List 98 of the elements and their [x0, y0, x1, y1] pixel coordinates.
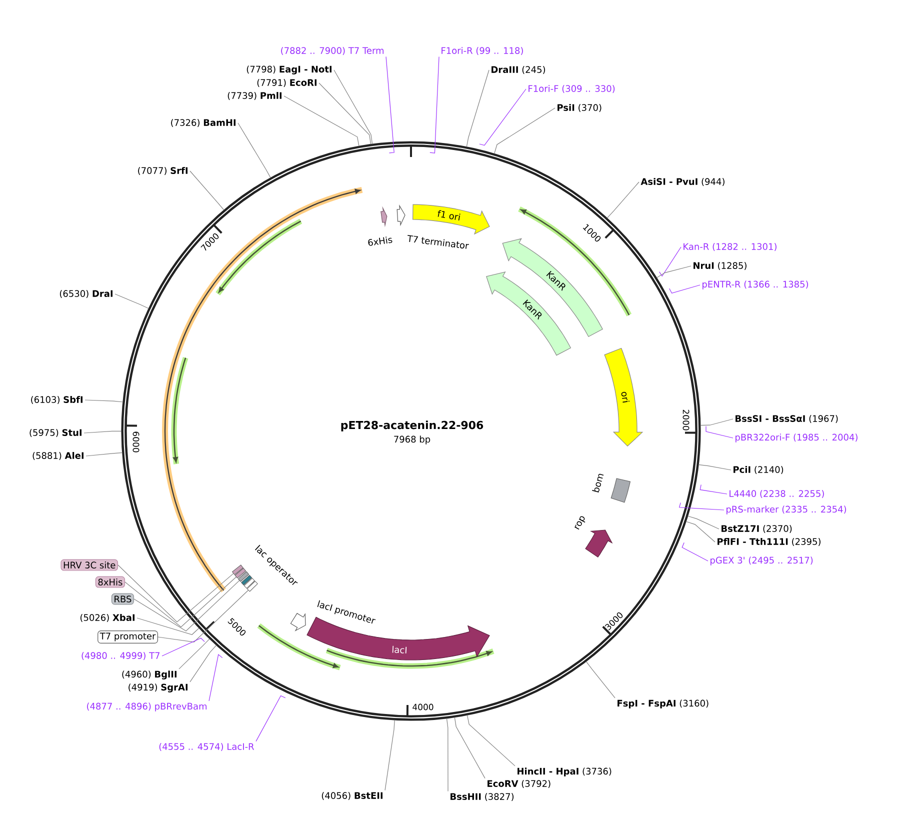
node-label: T7 terminator: [408, 235, 469, 249]
restriction-site-label: (7739) PmlI: [228, 92, 282, 100]
leader-line: [466, 70, 490, 148]
leader-line: [208, 654, 223, 702]
leader-line: [134, 580, 240, 632]
leader-line: [494, 108, 556, 154]
primer-label: pBR322ori-F (1985 .. 2004): [736, 434, 858, 442]
restriction-site-label: DraIII (245): [492, 66, 546, 74]
leader-line: [86, 452, 123, 456]
feature-mark: [238, 571, 250, 582]
primer-label: pENTR-R (1366 .. 1385): [702, 280, 808, 290]
leader-line: [659, 246, 682, 277]
restriction-site-label: NruI (1285): [694, 262, 746, 270]
primer-label: (7882 .. 7900) T7 Term: [281, 47, 384, 56]
restriction-site-label: HincII - HpaI (3736): [518, 768, 612, 776]
restriction-site-label: (6103) SbfI: [31, 396, 82, 404]
restriction-site-label: (4056) BstEII: [322, 792, 382, 800]
primer-label: pGEX 3' (2495 .. 2517): [710, 556, 813, 566]
leader-line: [238, 122, 271, 178]
tick-label: 2000: [682, 410, 690, 430]
leader-line: [256, 695, 286, 742]
primer-label: F1ori-F (309 .. 330): [528, 85, 615, 94]
plasmid-size: 7968 bp: [394, 436, 430, 444]
leader-line: [190, 170, 224, 210]
sequence-feature: f1 ori: [412, 204, 490, 235]
leader-line: [686, 521, 716, 542]
leader-line: [656, 266, 692, 278]
restriction-site-label: (7791) EcoRI: [257, 79, 316, 88]
sequence-feature: 6xHis: [368, 206, 392, 246]
primer-label: pRS-marker (2335 .. 2354): [726, 506, 846, 514]
node-label: bom: [592, 474, 604, 493]
leader-line: [114, 294, 149, 309]
leader-line: [700, 418, 734, 426]
leader-line: [318, 82, 372, 145]
leader-line: [430, 56, 440, 154]
restriction-site-label: (5026) XbaI: [80, 614, 134, 622]
restriction-site-label: (7798) EagI - NotI: [246, 66, 332, 74]
leader-line: [706, 426, 734, 438]
leader-line: [446, 718, 448, 792]
sequence-feature: ori: [604, 348, 644, 447]
leader-line: [669, 284, 700, 294]
restriction-site-label: (5975) StuI: [30, 429, 82, 438]
leader-line: [466, 714, 516, 766]
restriction-site-label: (4919) SgrAI: [128, 684, 188, 692]
leader-line: [136, 618, 200, 635]
feature-label-box: T7 promoter: [98, 630, 158, 644]
node-label: rop: [574, 516, 586, 530]
leader-line: [284, 96, 360, 146]
primer-label: (4877 .. 4896) pBRrevBam: [87, 702, 207, 712]
leader-line: [190, 645, 217, 682]
plasmid-name: pET28-acatenin.22-906: [341, 420, 484, 432]
feature-label-box: RBS: [111, 593, 134, 605]
restriction-site-label: BssHII (3827): [450, 793, 514, 802]
leader-line: [479, 88, 526, 146]
leader-line: [606, 182, 640, 218]
restriction-site-label: AsiSI - PvuI (944): [640, 178, 724, 186]
feature-mark: [246, 580, 258, 592]
leader-line: [384, 720, 395, 791]
leader-line: [586, 661, 616, 698]
feature-label-box: HRV 3C site: [60, 559, 118, 571]
feature-mark: [232, 564, 244, 575]
feature-label-box: 8xHis: [95, 576, 125, 588]
restriction-site-label: (7077) SrfI: [138, 167, 188, 176]
leader-line: [162, 638, 205, 656]
restriction-site-label: PsiI (370): [558, 104, 602, 112]
leader-line: [454, 716, 486, 779]
leader-line: [678, 502, 724, 510]
tick-label: 6000: [132, 432, 140, 452]
restriction-site-label: PflFI - Tth111I (2395): [718, 538, 820, 546]
node-label: 6xHis: [368, 236, 392, 246]
restriction-site-label: BstZ17I (2370): [722, 525, 792, 534]
leader-line: [124, 576, 236, 628]
restriction-site-label: (6530) DraI: [60, 290, 112, 298]
restriction-site-label: BssSI - BssSαI (1967): [736, 415, 838, 424]
restriction-site-label: (4960) BglII: [122, 670, 176, 680]
restriction-site-label: PciI (2140): [734, 466, 784, 474]
leader-line: [84, 430, 122, 434]
feature-mark: [234, 568, 246, 578]
leader-line: [84, 400, 124, 402]
primer-label: Kan-R (1282 .. 1301): [684, 243, 776, 252]
leader-line: [700, 484, 728, 494]
restriction-site-label: (7326) BamHI: [171, 119, 236, 128]
restriction-site-label: (5881) AleI: [32, 452, 84, 460]
primer-label: L4440 (2238 .. 2255): [730, 490, 824, 498]
restriction-site-label: EcoRV (3792): [488, 780, 550, 788]
restriction-site-label: FspI - FspAI (3160): [618, 700, 708, 708]
leader-line: [334, 70, 373, 144]
leader-line: [178, 638, 210, 670]
primer-label: (4555 .. 4574) LacI-R: [159, 743, 254, 752]
leader-line: [118, 564, 234, 622]
leader-line: [698, 464, 732, 470]
tick-label: 4000: [412, 704, 434, 710]
primer-label: F1ori-R (99 .. 118): [442, 47, 523, 56]
primer-label: (4980 .. 4999) T7: [82, 652, 160, 660]
leader-line: [682, 542, 708, 562]
leader-line: [687, 516, 720, 530]
leader-line: [158, 590, 249, 642]
leader-line: [386, 56, 394, 154]
